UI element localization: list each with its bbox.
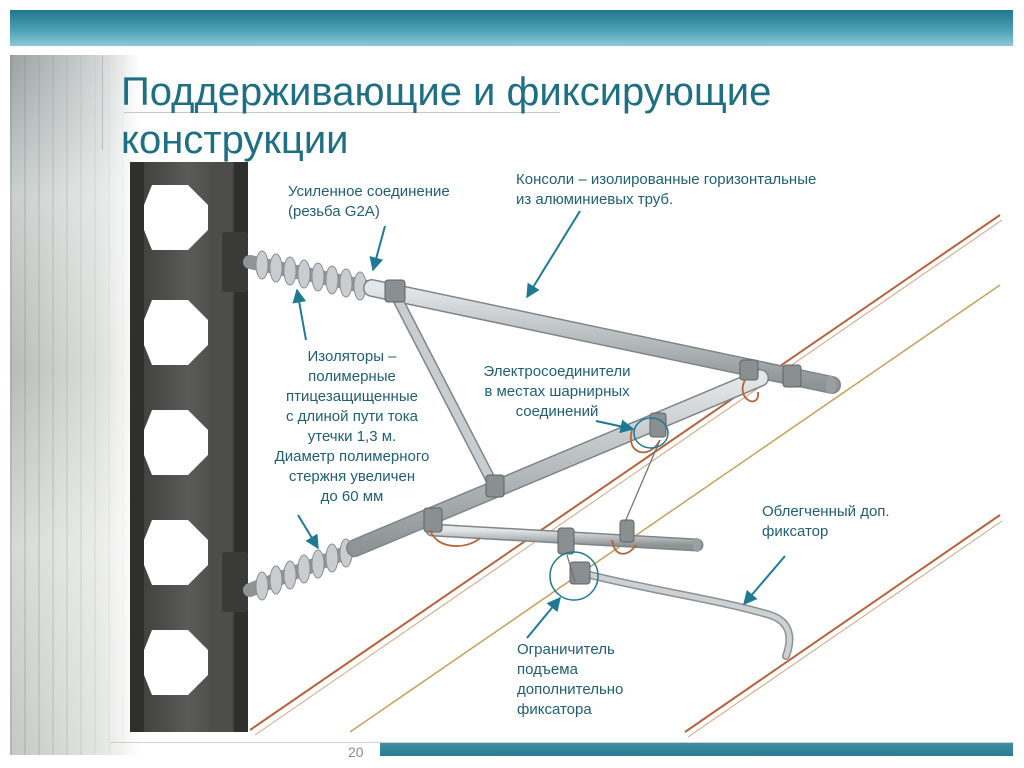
label-lift-limiter: Ограничитель подъема дополнительно фикса…	[517, 640, 623, 720]
label-reinforced-connection: Усиленное соединение (резьба G2A)	[288, 182, 450, 222]
footer-bar	[380, 743, 1013, 756]
lower-insulator	[250, 539, 358, 600]
page-number: 20	[348, 744, 378, 760]
label-light-fixator: Облегченный доп. фиксатор	[762, 502, 890, 542]
upper-insulator	[250, 251, 372, 300]
label-insulators: Изоляторы – полимерные птицезащищенные с…	[262, 347, 442, 507]
label-consoles: Консоли – изолированные горизонтальные и…	[516, 170, 816, 210]
label-electro-connectors: Электросоединители в местах шарнирных со…	[466, 362, 648, 422]
